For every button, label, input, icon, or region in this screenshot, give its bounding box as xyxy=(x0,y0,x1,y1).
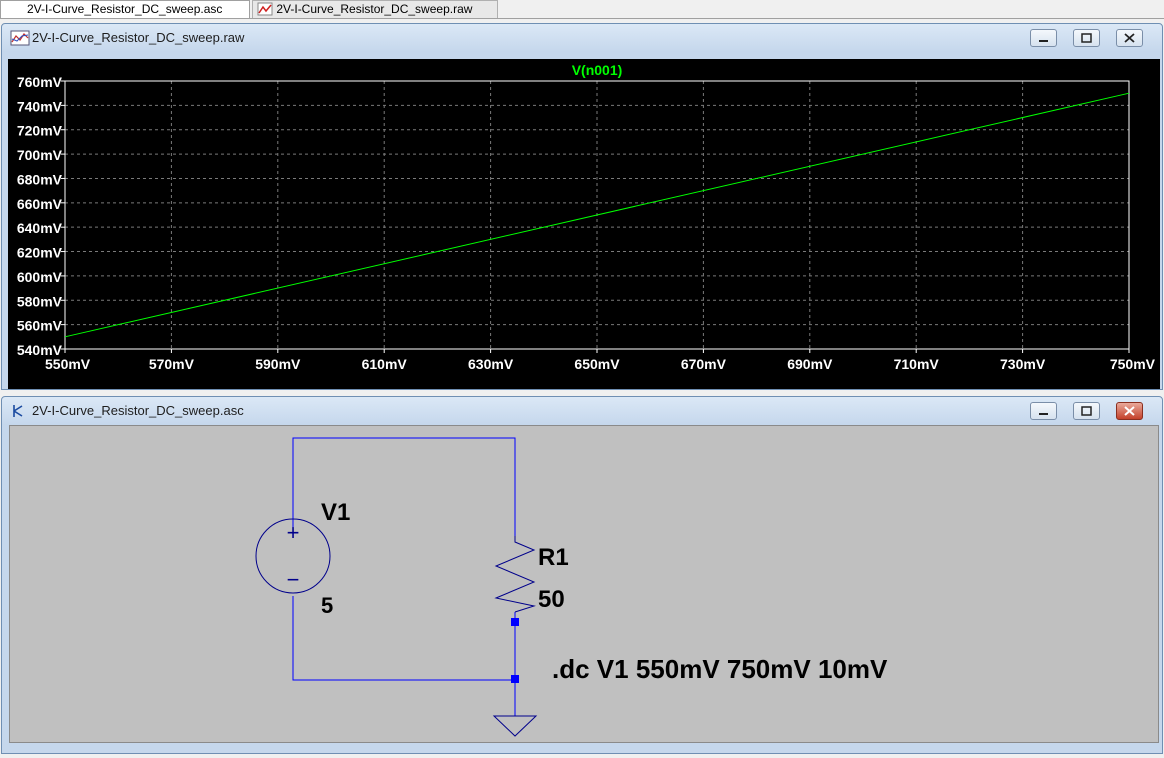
y-axis-ticks: 760mV 740mV 720mV 700mV 680mV 660mV 640mV 620mV… xyxy=(17,74,65,358)
y-tick-label: 600mV xyxy=(17,269,63,285)
schematic-minimize-button[interactable] xyxy=(1030,402,1057,420)
x-tick-label: 690mV xyxy=(787,356,833,372)
x-tick-label: 590mV xyxy=(255,356,301,372)
y-tick-label: 580mV xyxy=(17,293,63,309)
waveform-window-icon xyxy=(10,30,30,46)
x-tick-label: 550mV xyxy=(45,356,91,372)
grid-lines xyxy=(65,81,1129,349)
document-tab-bar: 2V-I-Curve_Resistor_DC_sweep.asc 2V-I-Cu… xyxy=(0,0,1164,19)
source-value-label[interactable]: 5 xyxy=(321,593,333,618)
y-tick-label: 740mV xyxy=(17,98,63,114)
resistor-value-label[interactable]: 50 xyxy=(538,586,565,613)
y-tick-label: 700mV xyxy=(17,147,63,163)
voltage-source-symbol xyxy=(255,518,331,594)
x-tick-label: 630mV xyxy=(468,356,514,372)
schematic-canvas[interactable]: + − V1 5 R1 50 .dc V1 550mV 750mV 10mV xyxy=(9,425,1159,743)
x-axis-ticks: 550mV 570mV 590mV 610mV 630mV 650mV 670mV 690mV… xyxy=(45,349,1156,372)
x-tick-label: 730mV xyxy=(1000,356,1046,372)
x-tick-label: 610mV xyxy=(362,356,408,372)
schematic-wires[interactable] xyxy=(292,437,516,716)
schematic-close-button[interactable] xyxy=(1116,402,1143,420)
y-tick-label: 720mV xyxy=(17,123,63,139)
x-tick-label: 710mV xyxy=(894,356,940,372)
minimize-icon xyxy=(1039,413,1048,415)
schematic-maximize-button[interactable] xyxy=(1073,402,1100,420)
waveform-window: 2V-I-Curve_Resistor_DC_sweep.raw 760mV 74… xyxy=(1,23,1163,390)
x-tick-label: 670mV xyxy=(681,356,727,372)
maximize-button[interactable] xyxy=(1073,29,1100,47)
junction-node[interactable] xyxy=(511,675,519,683)
resistor-name-label[interactable]: R1 xyxy=(538,544,569,571)
plus-sign: + xyxy=(287,520,300,545)
x-tick-label: 650mV xyxy=(574,356,620,372)
ground-icon[interactable] xyxy=(492,715,538,737)
minus-sign: − xyxy=(287,567,300,592)
tab-waveform[interactable]: 2V-I-Curve_Resistor_DC_sweep.raw xyxy=(252,0,498,18)
plot-pane[interactable]: 760mV 740mV 720mV 700mV 680mV 660mV 640mV 620mV… xyxy=(8,59,1160,389)
x-tick-label: 750mV xyxy=(1110,356,1156,372)
y-tick-label: 760mV xyxy=(17,74,63,90)
waveform-icon xyxy=(257,2,273,16)
tab-schematic[interactable]: 2V-I-Curve_Resistor_DC_sweep.asc xyxy=(0,0,250,18)
series-line[interactable] xyxy=(64,92,1130,338)
voltage-source-v1[interactable]: + − xyxy=(255,518,331,594)
resistor-r1[interactable] xyxy=(494,536,536,613)
waveform-window-title: 2V-I-Curve_Resistor_DC_sweep.raw xyxy=(32,30,245,45)
y-tick-label: 680mV xyxy=(17,171,63,187)
close-icon xyxy=(1124,406,1135,416)
minimize-button[interactable] xyxy=(1030,29,1057,47)
schematic-window: 2V-I-Curve_Resistor_DC_sweep.asc + − V1 … xyxy=(1,396,1163,754)
close-button[interactable] xyxy=(1116,29,1143,47)
schematic-window-icon xyxy=(13,405,23,417)
y-tick-label: 560mV xyxy=(17,318,63,334)
y-tick-label: 640mV xyxy=(17,220,63,236)
plot-canvas[interactable]: 760mV 740mV 720mV 700mV 680mV 660mV 640mV 620mV… xyxy=(8,59,1160,389)
restore-icon xyxy=(1081,33,1092,43)
tab-schematic-label: 2V-I-Curve_Resistor_DC_sweep.asc xyxy=(27,2,223,16)
minimize-icon xyxy=(1039,40,1048,42)
y-tick-label: 660mV xyxy=(17,196,63,212)
trace-label[interactable]: V(n001) xyxy=(572,62,623,78)
y-tick-label: 540mV xyxy=(17,342,63,358)
spice-directive[interactable]: .dc V1 550mV 750mV 10mV xyxy=(552,654,888,684)
source-name-label[interactable]: V1 xyxy=(321,499,350,526)
x-tick-label: 570mV xyxy=(149,356,195,372)
tab-waveform-label: 2V-I-Curve_Resistor_DC_sweep.raw xyxy=(276,2,473,16)
restore-icon xyxy=(1081,406,1092,416)
schematic-drawing[interactable]: + − V1 5 R1 50 .dc V1 550mV 750mV 10mV xyxy=(10,426,1158,742)
close-icon xyxy=(1124,33,1135,43)
y-tick-label: 620mV xyxy=(17,245,63,261)
series-layer xyxy=(64,92,1130,338)
junction-node[interactable] xyxy=(511,618,519,626)
schematic-window-title: 2V-I-Curve_Resistor_DC_sweep.asc xyxy=(32,403,244,418)
